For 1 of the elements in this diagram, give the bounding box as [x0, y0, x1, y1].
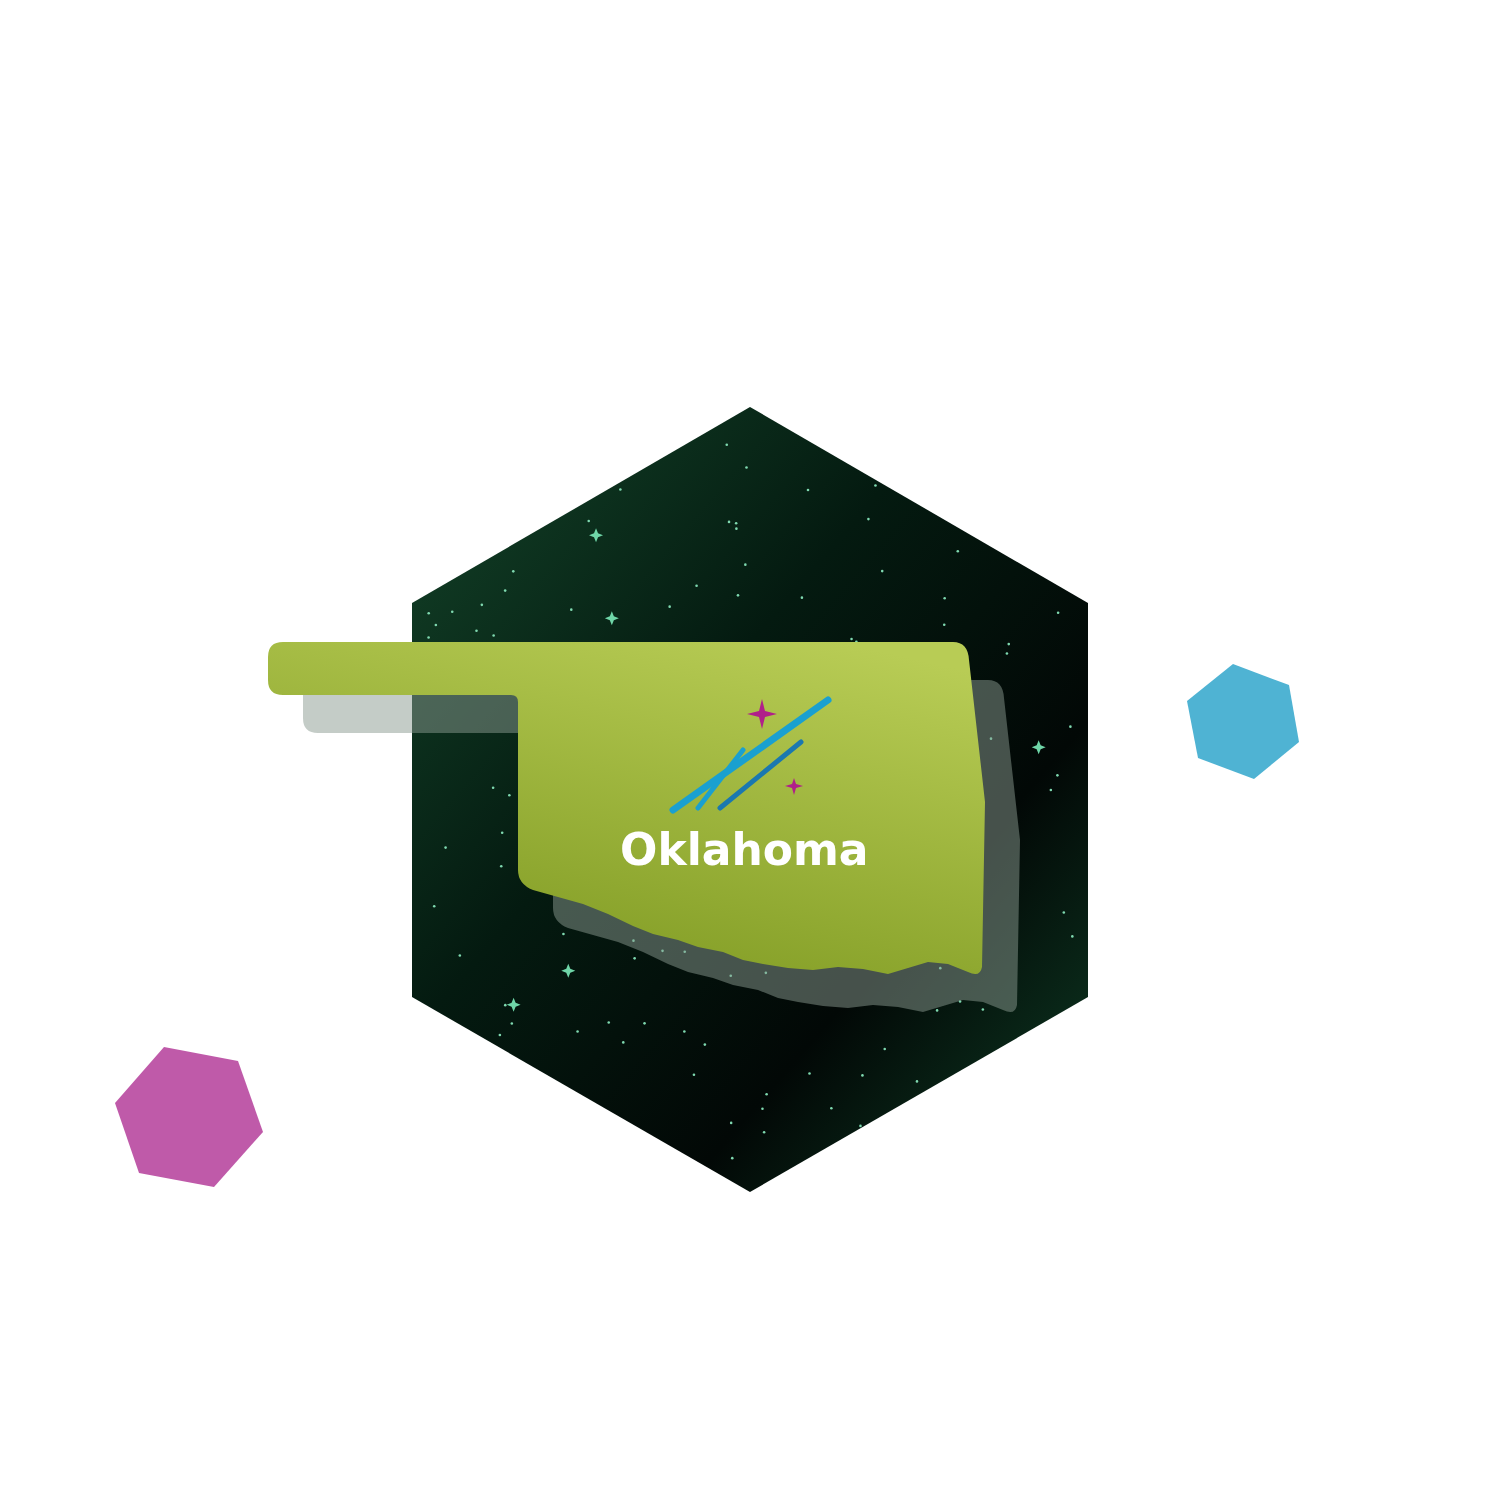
state-name: Oklahoma [620, 828, 869, 872]
